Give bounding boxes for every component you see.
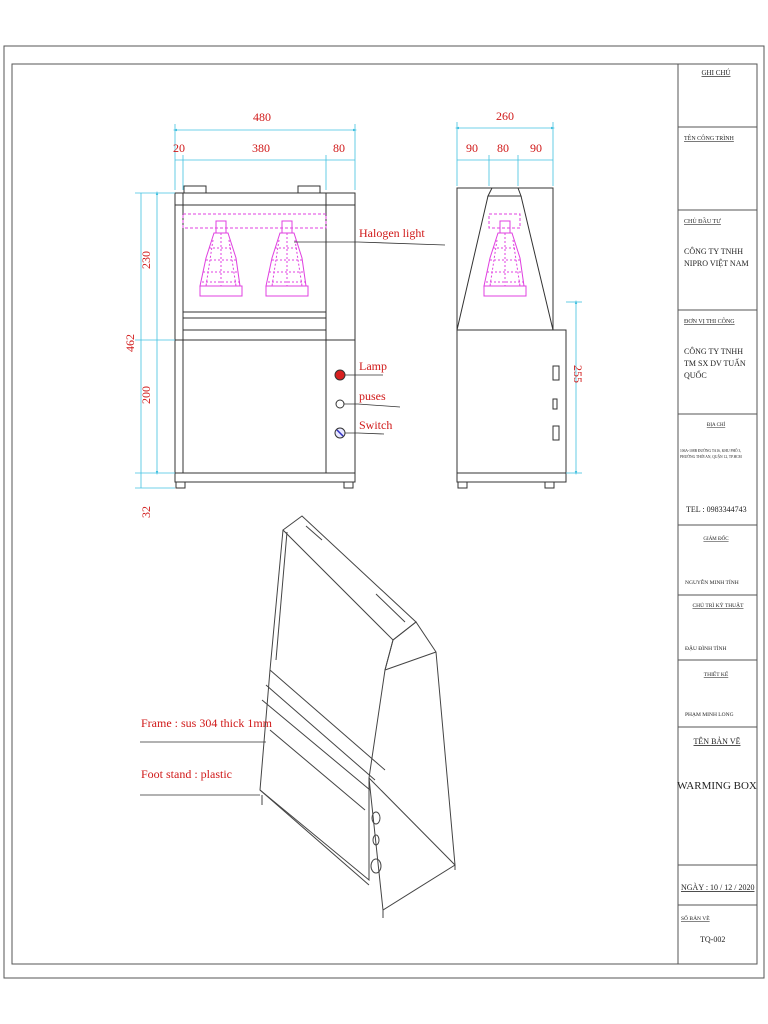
front-foot-left xyxy=(175,481,186,489)
top-vent-right xyxy=(297,185,321,194)
contractor-name: CÔNG TY TNHH TM SX DV TUẤN QUỐC xyxy=(684,347,746,380)
iso-top-lid xyxy=(282,515,417,641)
lamp-indicator-icon xyxy=(334,369,346,381)
dim-height-lower: 200 xyxy=(139,386,153,404)
drawing-label: TÊN BẢN VẼ xyxy=(694,736,741,746)
dim-height-total: 462 xyxy=(123,334,137,352)
side-control-2 xyxy=(552,398,558,410)
halogen-lamp-2 xyxy=(265,220,309,297)
front-foot-right xyxy=(343,481,354,489)
project-label: TÊN CÔNG TRÌNH xyxy=(684,134,735,142)
owner-label: CHỦ ĐẦU TƯ xyxy=(684,217,721,225)
iso-fuse xyxy=(372,834,380,846)
design-name: PHẠM MINH LONG xyxy=(685,712,734,718)
side-dim-height: 255 xyxy=(571,365,585,383)
title-block xyxy=(677,64,757,964)
callout-switch: Switch xyxy=(359,418,392,432)
director-label: GIÁM ĐỐC xyxy=(703,536,729,542)
tech-name: ĐẬU ĐÌNH TÌNH xyxy=(685,644,726,652)
dim-foot: 32 xyxy=(139,506,153,518)
side-dim-total: 260 xyxy=(496,109,514,123)
front-view xyxy=(174,185,356,489)
side-dim-left: 90 xyxy=(466,141,478,155)
top-vent-left xyxy=(183,185,207,194)
design-label: THIẾT KẾ xyxy=(704,670,729,678)
side-halogen-lamp xyxy=(483,213,527,297)
side-view xyxy=(456,187,567,489)
sheet-label: SỐ BẢN VẼ xyxy=(681,914,710,922)
tech-label: CHỦ TRÌ KỸ THUẬT xyxy=(693,601,745,609)
sheet-number: TQ-002 xyxy=(700,935,725,944)
outer-border xyxy=(3,45,765,979)
callout-frame: Frame : sus 304 thick 1mm xyxy=(141,716,273,730)
side-dim-middle: 80 xyxy=(497,141,509,155)
dim-height-upper: 230 xyxy=(139,251,153,269)
fuse-holder-icon xyxy=(335,399,345,409)
owner-name: CÔNG TY TNHH NIPRO VIỆT NAM xyxy=(684,247,749,268)
front-body-outline xyxy=(174,192,356,474)
dim-middle: 380 xyxy=(252,141,270,155)
iso-lamp-indicator xyxy=(371,811,381,825)
callout-halogen: Halogen light xyxy=(359,226,425,240)
callout-lamp: Lamp xyxy=(359,359,387,373)
inner-border xyxy=(11,63,758,965)
callout-foot-stand: Foot stand : plastic xyxy=(141,767,232,781)
director-name: NGUYỄN MINH TÍNH xyxy=(685,578,739,586)
iso-switch xyxy=(370,858,382,874)
address-text: 106A-108B ĐƯỜNG TA16, KHU PHỐ 3, PHƯỜNG … xyxy=(680,449,742,459)
callout-fuses: puses xyxy=(359,389,386,403)
drawing-name: WARMING BOX xyxy=(677,780,757,792)
contractor-label: ĐƠN VỊ THI CÔNG xyxy=(684,317,735,325)
dim-left: 20 xyxy=(173,141,185,155)
iso-side-panel xyxy=(368,621,456,911)
address-label: ĐỊA CHỈ xyxy=(707,422,726,428)
side-foot-left xyxy=(457,481,468,489)
dim-total-width: 480 xyxy=(253,110,271,124)
side-foot-right xyxy=(544,481,555,489)
front-halogen-lamps xyxy=(182,213,327,297)
notes-label: GHI CHÚ xyxy=(702,69,731,77)
side-control-3 xyxy=(552,425,560,441)
date-text: NGÀY : 10 / 12 / 2020 xyxy=(681,882,754,892)
tel-text: TEL : 0983344743 xyxy=(686,505,747,514)
side-dim-right: 90 xyxy=(530,141,542,155)
halogen-lamp-1 xyxy=(199,220,243,297)
isometric-view xyxy=(259,515,456,918)
side-control-1 xyxy=(552,365,560,381)
dim-right: 80 xyxy=(333,141,345,155)
